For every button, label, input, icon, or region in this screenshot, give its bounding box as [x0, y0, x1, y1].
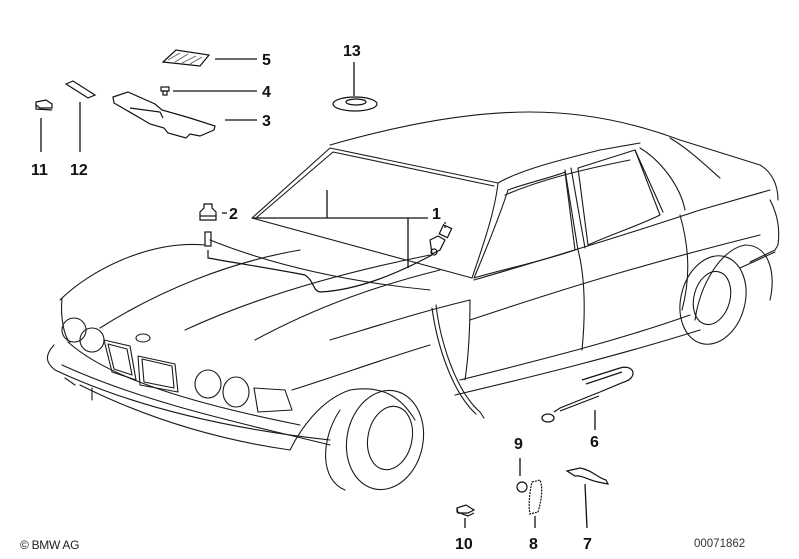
- part-3-cover-plate[interactable]: [112, 91, 216, 139]
- hood-emblem: [135, 333, 151, 343]
- callout-1[interactable]: 1: [432, 206, 441, 223]
- part-5-pad[interactable]: [161, 49, 211, 67]
- callout-8[interactable]: 8: [529, 536, 538, 553]
- leader-lines: [40, 58, 596, 529]
- washer-hose: [207, 250, 433, 293]
- part-2-grommet[interactable]: [199, 203, 217, 247]
- callout-7[interactable]: 7: [583, 536, 592, 553]
- callout-2[interactable]: 2: [229, 206, 238, 223]
- front-wheel: [345, 389, 425, 491]
- kidney-grille-left: [103, 339, 137, 381]
- windshield: [251, 147, 499, 279]
- kidney-grille-right: [137, 355, 179, 393]
- part-10-clip[interactable]: [456, 504, 476, 517]
- part-4-screw[interactable]: [160, 86, 170, 96]
- front-bumper: [46, 344, 331, 441]
- front-window: [473, 171, 576, 279]
- part-9-nut[interactable]: [516, 481, 528, 493]
- bonnet-release-cable: [435, 304, 485, 419]
- callout-5[interactable]: 5: [262, 52, 271, 69]
- callout-12[interactable]: 12: [70, 162, 88, 179]
- headlight-left-outer: [61, 317, 87, 343]
- hood: [59, 243, 206, 301]
- callout-9[interactable]: 9: [514, 436, 523, 453]
- part-13-seal-ring[interactable]: [332, 96, 378, 112]
- part-8-holder[interactable]: [528, 479, 543, 515]
- callout-6[interactable]: 6: [590, 434, 599, 451]
- car-illustration: [46, 111, 780, 491]
- callout-3[interactable]: 3: [262, 113, 271, 130]
- callout-13[interactable]: 13: [343, 43, 361, 60]
- callout-labels: 1 2 3 4 5 6 7 8 9 10 11 12 13: [31, 43, 599, 553]
- part-6-cable[interactable]: [541, 366, 634, 423]
- part-7-bracket[interactable]: [565, 467, 610, 485]
- headlight-right-inner: [194, 369, 222, 399]
- car-roof: [329, 111, 681, 146]
- copyright-notice: © BMW AG: [20, 538, 80, 552]
- document-number: 00071862: [694, 538, 746, 550]
- rear-window: [577, 149, 661, 246]
- part-12-label[interactable]: [64, 80, 97, 99]
- callout-10[interactable]: 10: [455, 536, 473, 553]
- part-1-washer-jet[interactable]: [429, 223, 453, 256]
- rear-wheel: [679, 255, 747, 345]
- part-11-clip[interactable]: [35, 99, 53, 111]
- callout-11[interactable]: 11: [31, 162, 48, 179]
- callout-4[interactable]: 4: [262, 84, 271, 101]
